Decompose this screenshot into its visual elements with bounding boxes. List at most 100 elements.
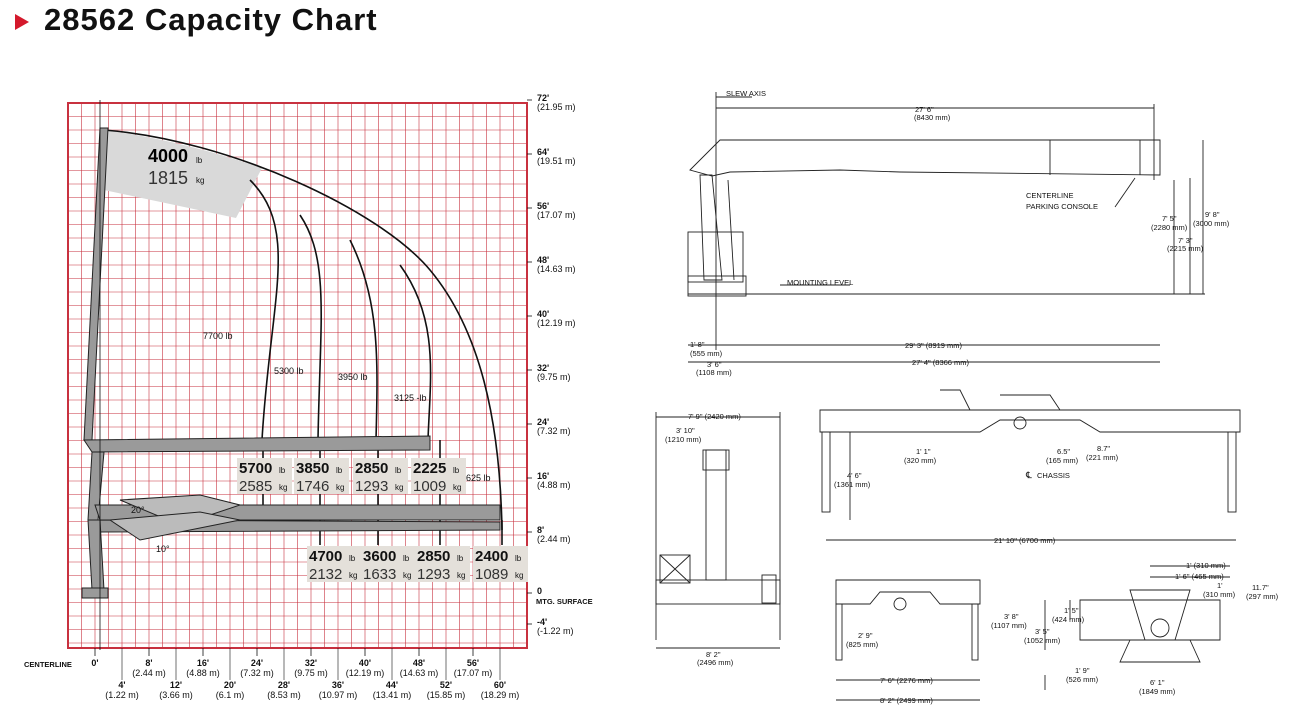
x-lower-ft: 20' <box>224 680 236 690</box>
curve-label-3125: 3125 -lb <box>394 393 427 403</box>
rear-width1-label: 7' 9" (2420 mm) <box>688 412 741 421</box>
offset2-ft: 3' 6" <box>707 360 722 369</box>
y-tick-m: (4.88 m) <box>537 480 571 490</box>
slew-axis-label: SLEW AXIS <box>726 89 766 98</box>
top-c-mm: (310 mm) <box>1203 590 1236 599</box>
load-curves <box>103 129 503 545</box>
top-capacity-lb-unit: lb <box>196 156 203 165</box>
y-tick-ft: 24' <box>537 417 549 427</box>
capacity-kg-unit: kg <box>279 483 287 492</box>
small-front-drawing: 2' 9" (825 mm) 7' 6" (2276 mm) 8' 2" (24… <box>835 579 981 705</box>
x-lower-m: (6.1 m) <box>216 690 245 700</box>
y-tick-ft: 32' <box>537 363 549 373</box>
offset1-ft: 1' 8" <box>690 340 705 349</box>
capacity-kg: 1009 <box>413 478 446 495</box>
top-h-ft: 1' 9" <box>1075 666 1090 675</box>
curve-label-5300: 5300 lb <box>274 366 304 376</box>
top-capacity-kg-unit: kg <box>196 176 204 185</box>
curve-3950 <box>349 239 378 441</box>
small-front-h-ft: 2' 9" <box>858 631 873 640</box>
offset1-mm: (555 mm) <box>690 349 723 358</box>
height3-ft: 7' 3" <box>1178 236 1193 245</box>
capacity-kg-unit: kg <box>515 571 523 580</box>
x-upper-ft: 0' <box>91 658 98 668</box>
chassis-symbol: ℄ <box>1025 470 1032 480</box>
capacity-kg: 1633 <box>363 566 396 583</box>
capacity-lb-unit: lb <box>279 466 286 475</box>
centerline-console-1: CENTERLINE <box>1026 191 1074 200</box>
y-tick-m: (17.07 m) <box>537 210 576 220</box>
top-capacity-label: 4000 lb 1815 kg <box>148 146 204 188</box>
curve-label-7700: 7700 lb <box>203 331 233 341</box>
small-front-h-mm: (825 mm) <box>846 640 879 649</box>
capacity-kg-unit: kg <box>336 483 344 492</box>
capacity-kg-unit: kg <box>395 483 403 492</box>
top-h-mm: (526 mm) <box>1066 675 1099 684</box>
x-lower-ft: 52' <box>440 680 452 690</box>
mounting-level-label: MOUNTING LEVEL <box>787 278 853 287</box>
x-lower-ft: 36' <box>332 680 344 690</box>
height3-mm: (2215 mm) <box>1167 244 1204 253</box>
top-b-label: 1' 6" (465 mm) <box>1175 572 1224 581</box>
capacity-box <box>237 458 292 494</box>
y-axis-labels: 72'(21.95 m)64'(19.51 m)56'(17.07 m)48'(… <box>527 93 576 636</box>
outrigger-span-label: 21' 10" (6700 mm) <box>994 536 1056 545</box>
y-tick-ft: 40' <box>537 309 549 319</box>
offset2-mm: (1108 mm) <box>696 368 732 377</box>
x-upper-m: (4.88 m) <box>186 668 220 678</box>
x-upper-ft: 8' <box>145 658 152 668</box>
y-tick-m: (2.44 m) <box>537 534 571 544</box>
outrigger-c-ft: 8.7" <box>1097 444 1110 453</box>
overall-length-ft: 27' 6" <box>915 105 934 114</box>
top-i-mm: (1849 mm) <box>1139 687 1176 696</box>
top-capacity-lb: 4000 <box>148 146 188 166</box>
title-triangle-icon <box>15 14 29 30</box>
x-lower-m: (8.53 m) <box>267 690 301 700</box>
outer-curve <box>103 129 503 531</box>
capacity-kg-unit: kg <box>403 571 411 580</box>
capacity-lb: 5700 <box>239 460 272 477</box>
x-lower-ft: 12' <box>170 680 182 690</box>
outrigger-view-drawing: 1' 1" (320 mm) 6.5" (165 mm) 8.7" (221 m… <box>819 389 1241 545</box>
curve-label-2625: 2625 lb <box>461 473 491 483</box>
capacity-lb-unit: lb <box>457 554 464 563</box>
y-tick-m: (14.63 m) <box>537 264 576 274</box>
y-tick-m: (21.95 m) <box>537 102 576 112</box>
height1-ft: 7' 5" <box>1162 214 1177 223</box>
x-upper-ft: 16' <box>197 658 209 668</box>
capacity-kg: 2132 <box>309 566 342 583</box>
capacity-kg-unit: kg <box>453 483 461 492</box>
top-f-ft: 1' 5" <box>1064 606 1079 615</box>
capacity-kg: 1293 <box>417 566 450 583</box>
x-upper-m: (12.19 m) <box>346 668 385 678</box>
x-upper-ft: 32' <box>305 658 317 668</box>
capacity-box <box>307 546 362 582</box>
x-lower-m: (10.97 m) <box>319 690 358 700</box>
y-tick-ft: -4' <box>537 617 547 627</box>
x-axis-labels: 0'8'(2.44 m)16'(4.88 m)24'(7.32 m)32'(9.… <box>91 648 519 700</box>
top-capacity-area <box>104 130 262 218</box>
x-lower-m: (3.66 m) <box>159 690 193 700</box>
height1-mm: (2280 mm) <box>1151 223 1188 232</box>
top-f-mm: (424 mm) <box>1052 615 1085 624</box>
capacity-lb-unit: lb <box>395 466 402 475</box>
x-upper-m: (17.07 m) <box>454 668 493 678</box>
top-g-mm: (1052 mm) <box>1024 636 1061 645</box>
title-text: 28562 Capacity Chart <box>44 2 378 37</box>
x-lower-m: (18.29 m) <box>481 690 520 700</box>
rear-width2-mm: (1210 mm) <box>665 435 702 444</box>
outrigger-a-mm: (320 mm) <box>904 456 937 465</box>
y-tick-ft: 56' <box>537 201 549 211</box>
outrigger-h-ft: 4' 6" <box>847 471 862 480</box>
top-c-ft: 1' <box>1217 581 1223 590</box>
capacity-lb-unit: lb <box>453 466 460 475</box>
x-upper-m: (7.32 m) <box>240 668 274 678</box>
top-d-ft: 11.7" <box>1252 583 1269 592</box>
capacity-box <box>411 458 466 494</box>
y-tick-ft: 72' <box>537 93 549 103</box>
x-upper-m: (9.75 m) <box>294 668 328 678</box>
centerline-console-2: PARKING CONSOLE <box>1026 202 1098 211</box>
capacity-box <box>473 546 528 582</box>
